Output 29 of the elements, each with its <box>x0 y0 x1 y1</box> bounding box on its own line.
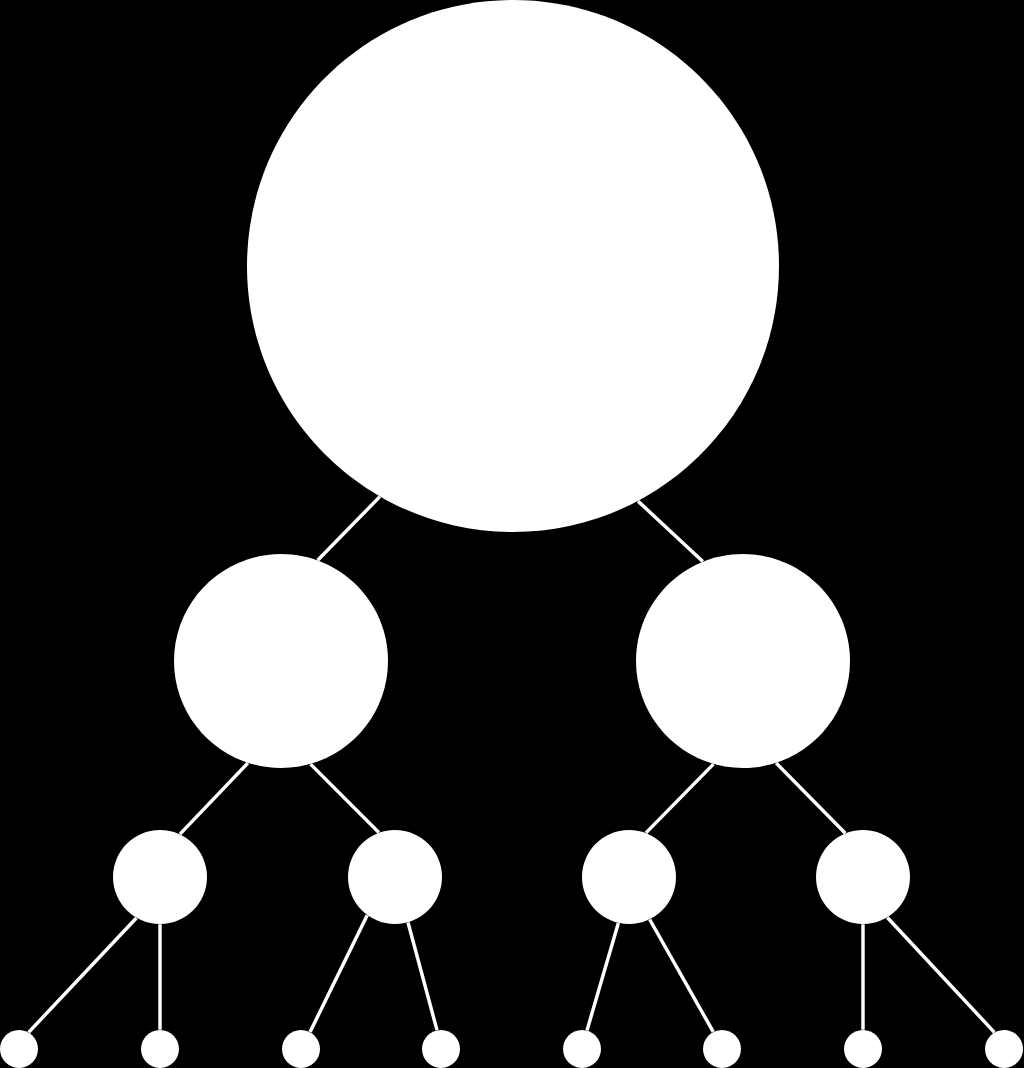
connector-line <box>406 922 439 1031</box>
connector-line <box>27 916 138 1034</box>
connector-line <box>158 924 162 1030</box>
tree-node-circle <box>563 1030 601 1068</box>
tree-node-circle <box>582 830 676 924</box>
tree-node-circle <box>636 554 850 768</box>
connector-line <box>316 495 382 562</box>
tree-node-circle <box>247 0 779 532</box>
connector-line <box>585 922 621 1031</box>
connector-line <box>178 761 250 836</box>
connector-line <box>861 924 865 1030</box>
connector-line <box>648 918 715 1033</box>
tree-node-circle <box>113 830 207 924</box>
tree-node-circle <box>282 1030 320 1068</box>
tree-node-circle <box>0 1030 38 1068</box>
tree-node-circle <box>174 554 388 768</box>
connector-line <box>309 762 381 834</box>
connector-line <box>774 761 847 835</box>
tree-node-circle <box>348 830 442 924</box>
tree-node-circle <box>985 1030 1023 1068</box>
connector-line <box>644 762 715 835</box>
connector-line <box>886 916 996 1034</box>
tree-node-circle <box>816 830 910 924</box>
tree-node-circle <box>141 1030 179 1068</box>
tree-node-circle <box>844 1030 882 1068</box>
tree-node-circle <box>703 1030 741 1068</box>
connector-line <box>636 499 704 563</box>
tree-node-circle <box>422 1030 460 1068</box>
connector-line <box>308 914 369 1033</box>
